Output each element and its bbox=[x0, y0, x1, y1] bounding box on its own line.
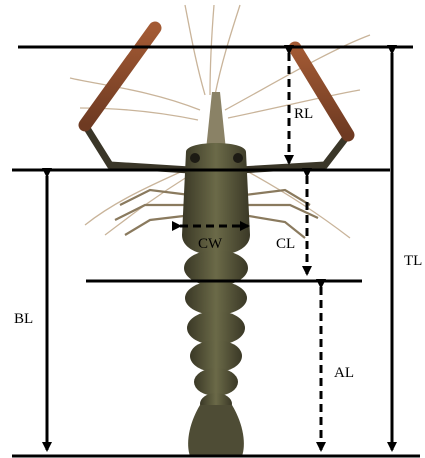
cl-label: CL bbox=[276, 236, 295, 252]
left-claw bbox=[85, 28, 190, 170]
tl-label: TL bbox=[404, 253, 422, 269]
rostrum bbox=[206, 92, 226, 150]
shrimp-image bbox=[70, 5, 370, 456]
abdomen bbox=[184, 250, 248, 415]
rl-label: RL bbox=[294, 106, 313, 122]
al-label: AL bbox=[334, 365, 354, 381]
cw-label: CW bbox=[198, 236, 223, 252]
bl-label: BL bbox=[14, 311, 33, 327]
tail-fan bbox=[188, 405, 244, 456]
